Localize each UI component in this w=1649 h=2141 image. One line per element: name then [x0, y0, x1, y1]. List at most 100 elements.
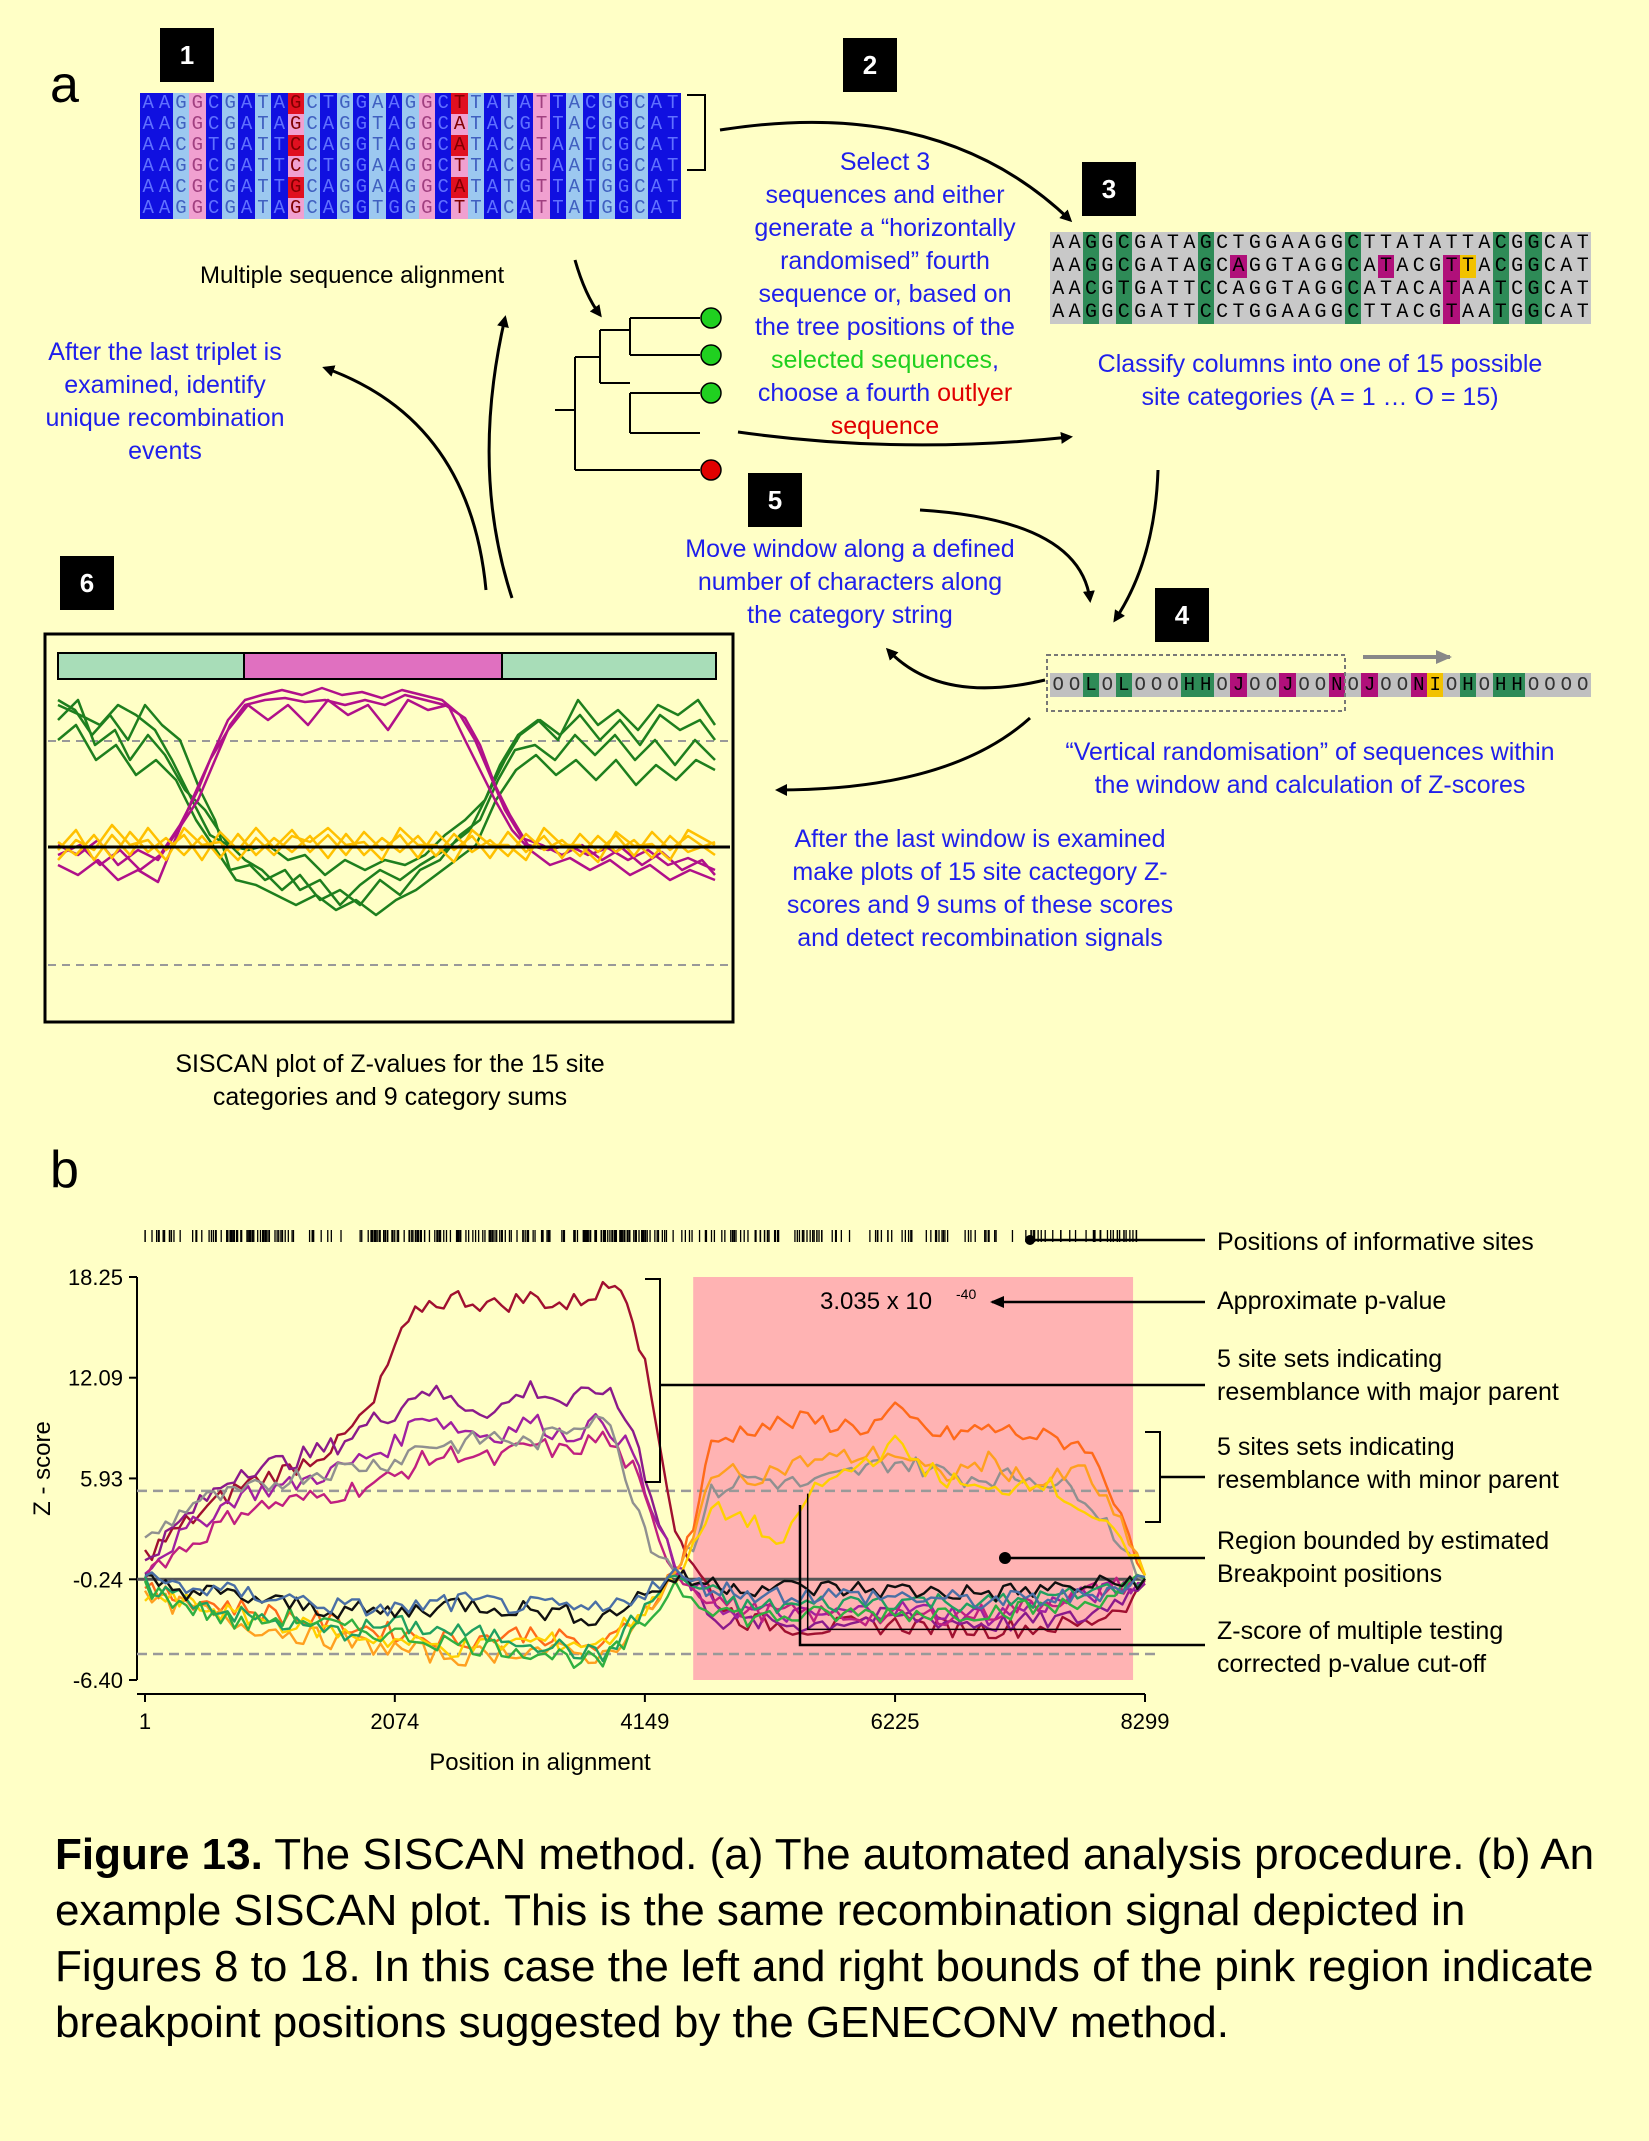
sequence-char: G [1197, 232, 1214, 255]
annotation-major-parent: 5 site sets indicating resemblance with … [1217, 1343, 1559, 1409]
sequence-char: A [1363, 278, 1376, 301]
sequence-char: T [533, 93, 550, 114]
sequence-char: A [1052, 278, 1065, 301]
sequence-char: A [1298, 278, 1311, 301]
sequence-char: T [1576, 232, 1589, 255]
sequence-char: H [1508, 673, 1526, 697]
step-2-fragment: the tree positions of the [755, 313, 1015, 341]
sequence-char: T [1461, 232, 1474, 255]
step-2-fragment: sequences and either [765, 181, 1005, 209]
step-5-line-3: the category string [747, 601, 953, 629]
sequence-char: G [221, 93, 239, 114]
sequence-char: C [172, 135, 190, 156]
annotation-line: 5 sites sets indicating [1217, 1433, 1455, 1461]
sequence-char: T [369, 114, 386, 135]
sequence-char: A [1281, 232, 1294, 255]
sequence-char: A [1429, 278, 1442, 301]
step-2-line: the tree positions of the [715, 311, 1055, 344]
after-window-description: After the last window is examined make p… [740, 823, 1220, 955]
arrow-plot-to-alignment [487, 315, 514, 599]
sequence-char: O [1066, 673, 1083, 697]
sequence-char: G [1265, 278, 1278, 301]
sequence-char: A [549, 156, 567, 177]
step-2-line: randomised” fourth [715, 245, 1055, 278]
sequence-char: L [1082, 673, 1100, 697]
sequence-char: A [320, 177, 337, 198]
annotation-informative-sites: Positions of informative sites [1217, 1226, 1534, 1259]
sequence-char: A [484, 93, 501, 114]
arrow-to-identify-events [322, 365, 488, 591]
sequence-char: G [221, 156, 239, 177]
sequence-char: O [1345, 673, 1362, 697]
sequence-char: H [1459, 673, 1477, 697]
sequence-char: A [1560, 255, 1573, 278]
sequence-char: T [1377, 255, 1395, 278]
selected-sequence-dot [700, 307, 722, 329]
sequence-char: O [1312, 673, 1329, 697]
sequence-char: A [1232, 278, 1245, 301]
step-2-line: choose a fourth outlyer [715, 377, 1055, 410]
after-triplet-line-2: examined, identify [64, 371, 266, 399]
step-5-line-2: number of characters along [697, 568, 1003, 596]
sequence-char: A [238, 114, 255, 135]
sequence-char: T [271, 135, 288, 156]
sequence-char: C [1412, 255, 1425, 278]
sequence-char: C [1115, 301, 1132, 324]
leader-dot [999, 1552, 1011, 1564]
x-tick-label: 1 [139, 1709, 151, 1734]
sequence-char: G [336, 156, 354, 177]
sequence-char: C [205, 156, 222, 177]
sequence-char: A [1150, 278, 1163, 301]
sequence-char: T [533, 114, 550, 135]
sequence-char: A [1068, 278, 1081, 301]
sequence-char: C [631, 93, 649, 114]
sequence-char: A [1052, 232, 1065, 255]
sequence-char: G [336, 114, 354, 135]
sequence-char: T [1380, 232, 1393, 255]
sequence-char: I [1426, 673, 1444, 697]
sequence-char: A [238, 177, 255, 198]
sequence-char: T [254, 177, 272, 198]
sequence-char: T [1443, 255, 1460, 278]
sequence-char: G [1134, 255, 1147, 278]
sequence-char: O [1558, 673, 1575, 697]
sequence-char: G [1330, 278, 1343, 301]
sequence-char: C [303, 114, 321, 135]
sequence-char: G [1330, 255, 1343, 278]
sequence-char: G [402, 156, 419, 177]
x-tick-label: 6225 [871, 1709, 920, 1734]
minor-parent-bracket [1145, 1431, 1161, 1523]
siscan-mini-caption-line-2: categories and 9 category sums [212, 1083, 568, 1111]
sequence-char: G [598, 156, 616, 177]
sequence-char: O [1131, 673, 1149, 697]
sequence-char: A [1478, 232, 1491, 255]
sequence-char: O [1377, 673, 1395, 697]
sequence-char: T [664, 156, 681, 177]
sequence-char: T [1115, 278, 1132, 301]
sequence-char: A [1150, 255, 1163, 278]
sequence-char: A [566, 198, 583, 219]
sequence-char: A [1068, 301, 1081, 324]
sequence-char: T [1166, 301, 1179, 324]
sequence-char: G [1314, 232, 1327, 255]
step-3-line-1: Classify columns into one of 15 possible [1097, 350, 1543, 378]
sequence-char: G [1101, 278, 1114, 301]
figure-caption: Figure 13. The SISCAN method. (a) The au… [55, 1827, 1615, 2051]
sequence-char: A [1478, 255, 1491, 278]
sequence-char: T [1363, 232, 1376, 255]
sequence-char: C [435, 198, 452, 219]
sequence-char: G [615, 114, 632, 135]
step-2-fragment: sequence or, based on [758, 280, 1012, 308]
sequence-char: A [549, 135, 567, 156]
window-box [1046, 654, 1346, 712]
sequence-char: G [189, 177, 206, 198]
sequence-char: T [1166, 278, 1179, 301]
sequence-char: A [320, 198, 337, 219]
sequence-char: N [1410, 673, 1427, 697]
step-2-fragment: selected sequences [771, 346, 993, 374]
sequence-char: G [1429, 255, 1442, 278]
p-value-label: 3.035 x 10 [820, 1288, 932, 1315]
